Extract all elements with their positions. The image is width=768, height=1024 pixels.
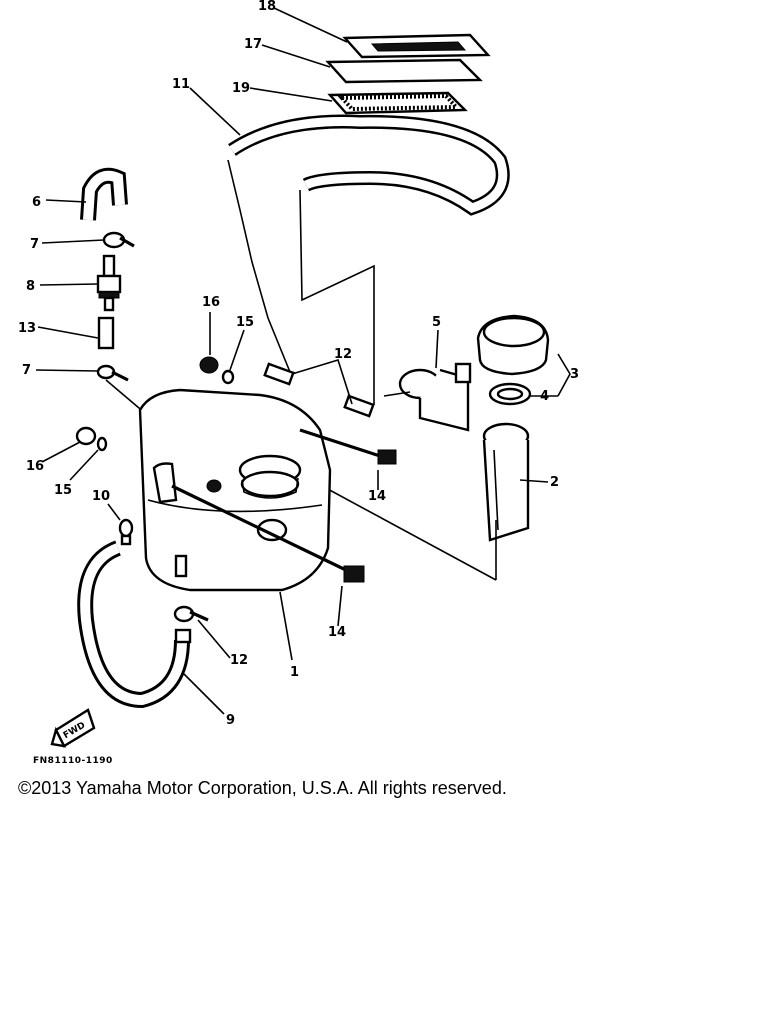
nut-16-upper: [199, 356, 219, 374]
bolt-14-lower: [171, 484, 365, 583]
parts-diagram: 18 17 19 11 6 7 8 13 7 16 15 12 5 3 4 2 …: [18, 0, 579, 748]
callout-13: 13: [18, 321, 36, 336]
copyright-notice: ©2013 Yamaha Motor Corporation, U.S.A. A…: [18, 778, 507, 798]
callout-17: 17: [244, 37, 262, 52]
valve-8: [96, 254, 122, 312]
callout-16-upper: 16: [202, 295, 220, 310]
callout-6: 6: [32, 195, 41, 210]
figure-code: FN81110-1190: [33, 756, 113, 766]
callout-1: 1: [290, 665, 299, 680]
hose-9: [77, 540, 190, 709]
hose-6: [80, 167, 128, 221]
oil-tank-1: [138, 388, 332, 592]
callout-2: 2: [550, 475, 559, 490]
clamp-7-lower: [96, 364, 129, 382]
nut-16-lower: [75, 426, 97, 446]
bracket-5: [383, 362, 472, 432]
clamp-10: [118, 518, 134, 546]
callout-15-lower: 15: [54, 483, 72, 498]
cap-3: [476, 314, 550, 376]
bolt-14-upper: [299, 428, 397, 465]
callout-8: 8: [26, 279, 35, 294]
washer-15-upper: [221, 369, 235, 385]
callout-11: 11: [172, 77, 190, 92]
callout-7-lower: 7: [22, 363, 31, 378]
callout-16-lower: 16: [26, 459, 44, 474]
clamp-12-lower: [173, 605, 209, 644]
callout-7-upper: 7: [30, 237, 39, 252]
hose-11: [228, 114, 510, 216]
hose-13: [97, 316, 115, 350]
callout-9: 9: [226, 713, 235, 728]
sheet-17: [325, 58, 483, 84]
callout-4: 4: [540, 389, 549, 404]
callout-14-upper: 14: [368, 489, 386, 504]
gasket-4: [488, 382, 532, 406]
callout-10: 10: [92, 489, 110, 504]
pad-19: [327, 91, 468, 115]
washer-15-lower: [96, 436, 108, 452]
callout-12-lower: 12: [230, 653, 248, 668]
fwd-arrow-icon: [50, 708, 96, 748]
callout-5: 5: [432, 315, 441, 330]
clamp-7-upper: [102, 231, 135, 249]
callout-12-upper: 12: [334, 347, 352, 362]
filler-neck-2: [482, 422, 530, 542]
callout-14-lower: 14: [328, 625, 346, 640]
callout-18: 18: [258, 0, 276, 14]
callout-15-upper: 15: [236, 315, 254, 330]
callout-3: 3: [570, 367, 579, 382]
callout-19: 19: [232, 81, 250, 96]
pad-18: [342, 33, 491, 59]
